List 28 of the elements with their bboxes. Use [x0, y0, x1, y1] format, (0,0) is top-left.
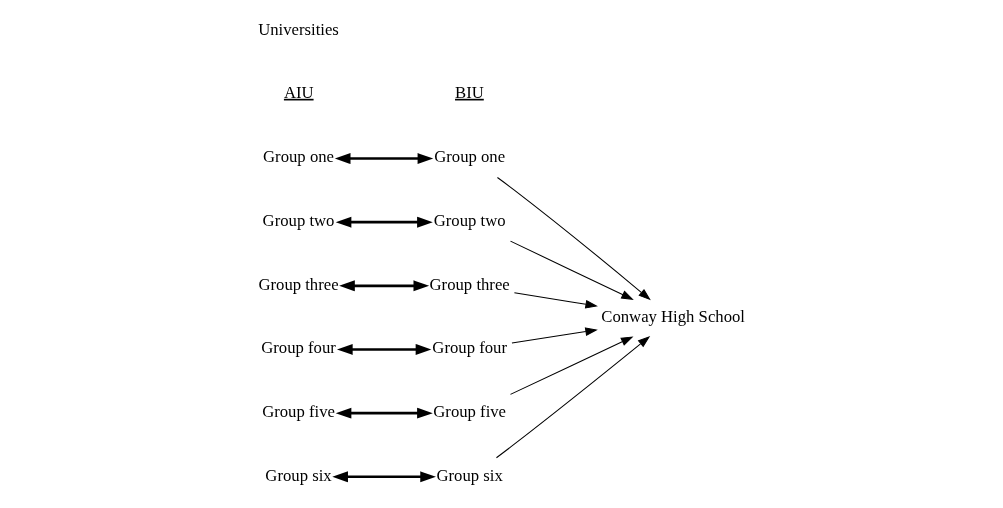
arrow [338, 280, 429, 292]
arrow [513, 292, 598, 309]
label: Universities [257, 20, 339, 40]
node-text: Group one [262, 147, 334, 167]
node-text: Group three [429, 274, 510, 294]
arrow [336, 344, 431, 355]
node-text: Group four [431, 338, 507, 358]
node-text: Group five [432, 402, 506, 422]
node-text: Group six [264, 465, 332, 485]
arrow [334, 153, 433, 164]
node-text: Conway High School [600, 307, 745, 327]
node-text: Group six [436, 465, 503, 485]
arrow [510, 327, 598, 344]
node-text: Group three [257, 274, 339, 294]
arrow [495, 336, 650, 459]
node-text: Group one [433, 147, 505, 167]
arrow [509, 240, 634, 300]
arrow [335, 407, 433, 419]
arrow [335, 216, 433, 228]
label: AIU [283, 82, 314, 102]
arrow [509, 336, 633, 395]
node-text: Group two [262, 211, 334, 231]
node-text: Group two [433, 211, 506, 231]
node-text: Group four [260, 338, 336, 358]
node-text: Group five [261, 402, 335, 422]
arrow [331, 471, 436, 483]
arrow [496, 176, 651, 301]
label: BIU [454, 82, 484, 102]
